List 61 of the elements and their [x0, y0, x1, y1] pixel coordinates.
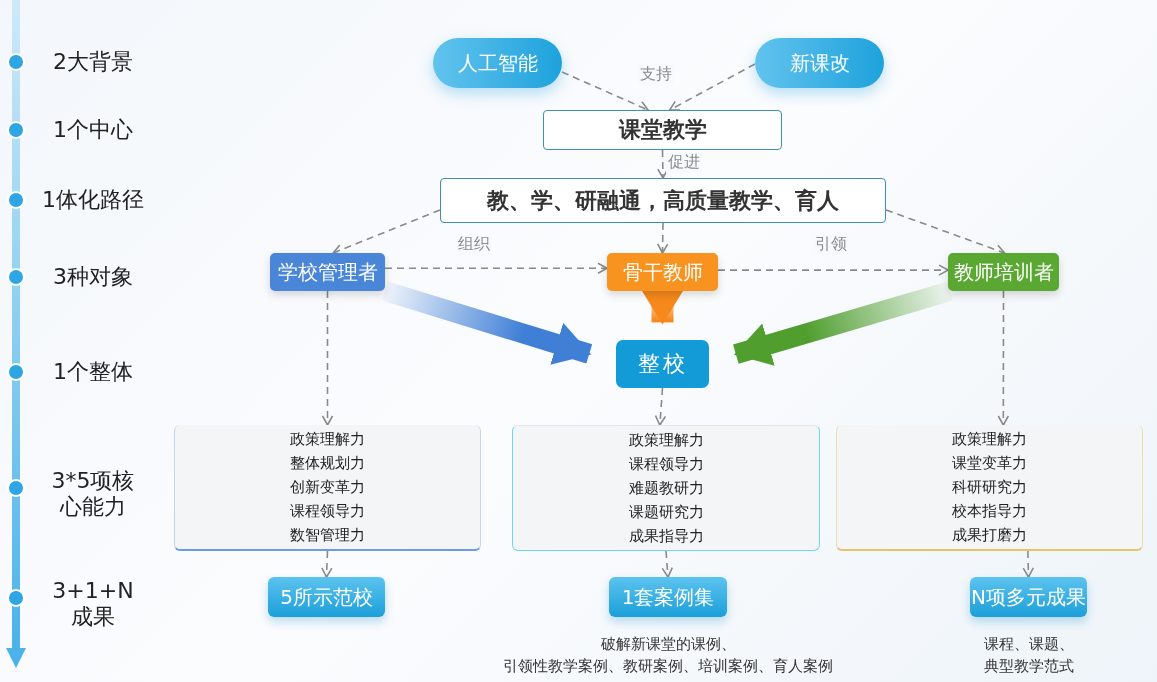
ability-box	[512, 425, 820, 551]
dashed-arrow	[1022, 550, 1035, 578]
ability-item: 政策理解力	[290, 429, 365, 450]
role-box: 教师培训者	[948, 253, 1059, 291]
core-box: 整校	[616, 340, 709, 388]
ability-item: 整体规划力	[290, 453, 365, 474]
stage-label: 3*5项核心能力	[50, 468, 136, 520]
ability-box	[174, 425, 481, 551]
ability-item: 政策理解力	[952, 429, 1027, 450]
topic-pill: 人工智能	[433, 38, 562, 88]
ability-item: 课程领导力	[628, 454, 704, 475]
ability-item: 校本指导力	[952, 501, 1027, 522]
result-pill: 1套案例集	[609, 577, 727, 617]
ability-item: 难题教研力	[628, 478, 704, 499]
stage-label: 3+1+N成果	[51, 578, 135, 630]
edge-label: 引领	[813, 234, 849, 255]
edge-label: 组织	[456, 234, 492, 255]
dashed-arrow	[657, 149, 669, 179]
stage-label: 1个整体	[52, 358, 134, 386]
dashed-arrow	[561, 71, 649, 112]
stage-label: 1个中心	[52, 116, 134, 144]
ability-item: 课堂变革力	[952, 453, 1027, 474]
dashed-arrow	[321, 290, 334, 426]
ability-item: 科研研究力	[952, 477, 1027, 498]
process-box: 教、学、研融通，高质量教学、育人	[440, 178, 886, 223]
edge-label: 促进	[666, 152, 702, 173]
caption-text: 破解新课堂的课例、	[599, 634, 737, 655]
dashed-arrow	[668, 63, 756, 111]
ability-item: 成果指导力	[628, 526, 704, 547]
thick-arrow	[733, 281, 954, 366]
thick-arrow	[382, 281, 593, 365]
ability-item: 数智管理力	[290, 525, 365, 546]
caption-text: 课程、课题、	[982, 634, 1075, 655]
dashed-arrow	[717, 264, 949, 276]
dashed-arrow	[654, 387, 667, 426]
process-box: 课堂教学	[543, 110, 782, 150]
dashed-arrow	[997, 290, 1010, 426]
ability-item: 课题研究力	[628, 502, 704, 523]
ability-item: 成果打磨力	[952, 525, 1027, 546]
role-box: 骨干教师	[607, 253, 718, 291]
dashed-arrow	[661, 550, 674, 578]
thick-arrow	[640, 288, 685, 325]
caption-text: 典型教学范式	[982, 656, 1075, 677]
ability-item: 课程领导力	[290, 501, 365, 522]
result-pill: N项多元成果	[970, 577, 1087, 617]
role-box: 学校管理者	[270, 253, 385, 291]
result-pill: 5所示范校	[268, 577, 385, 617]
stage-label: 1体化路径	[41, 186, 145, 214]
caption-text: 引领性教学案例、教研案例、培训案例、育人案例	[502, 656, 834, 677]
stage-label: 3种对象	[52, 263, 134, 291]
ability-box	[836, 425, 1143, 551]
edge-label: 支持	[638, 64, 674, 85]
ability-item: 创新变革力	[290, 477, 365, 498]
topic-pill: 新课改	[755, 38, 884, 88]
dashed-arrow	[332, 209, 441, 256]
dashed-arrow	[321, 550, 333, 578]
dashed-arrow	[885, 209, 1006, 256]
dashed-arrow	[384, 262, 608, 274]
stage-label: 2大背景	[52, 48, 134, 76]
ability-item: 政策理解力	[628, 430, 704, 451]
dashed-arrow	[656, 222, 669, 254]
